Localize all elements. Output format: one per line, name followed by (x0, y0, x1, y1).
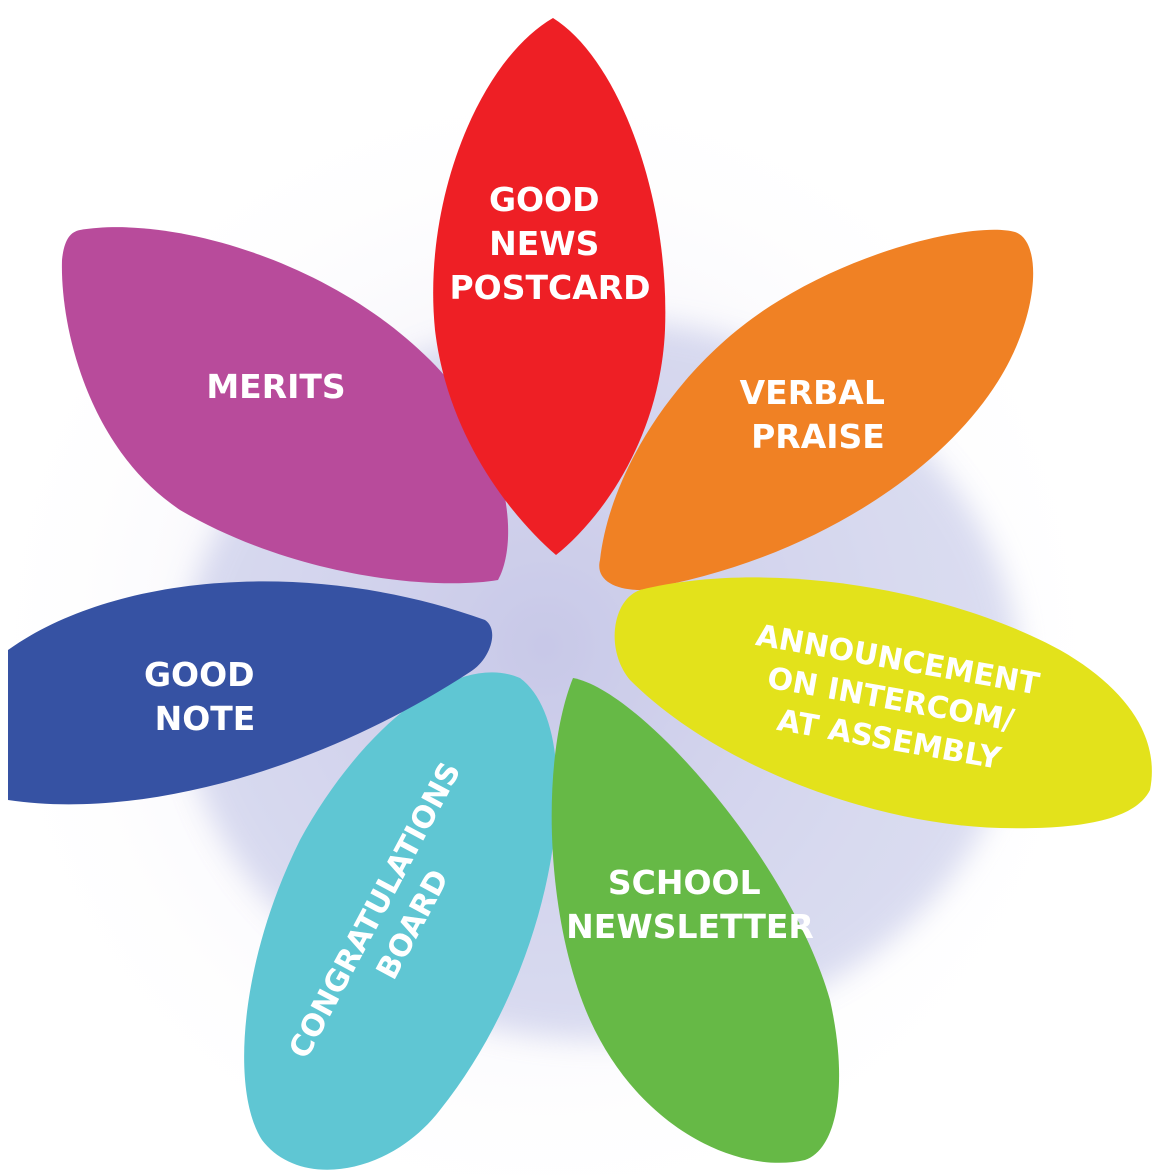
petal-good-note[interactable] (8, 581, 493, 805)
petal-announcement[interactable] (614, 577, 1152, 829)
label-merits: MERITS (206, 367, 345, 406)
label-good-news-postcard: GOOD NEWS POSTCARD (449, 180, 650, 307)
petal-congratulations-board[interactable] (244, 672, 558, 1170)
label-verbal-praise: VERBAL PRAISE (740, 373, 897, 456)
petal-school-newsletter[interactable] (551, 678, 840, 1163)
petal-verbal-praise[interactable] (599, 229, 1034, 590)
label-good-note: GOOD NOTE (144, 655, 266, 738)
petal-good-news-postcard[interactable] (433, 18, 666, 555)
label-school-newsletter: SCHOOL NEWSLETTER (566, 863, 814, 946)
petal-merits[interactable] (61, 227, 509, 584)
